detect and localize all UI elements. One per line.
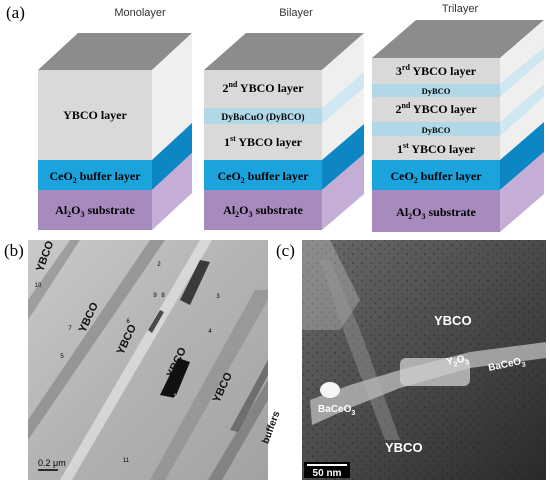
marker-4: 4	[208, 329, 212, 335]
bilayer-title: Bilayer	[279, 7, 313, 19]
bilayer-substrate-layer	[204, 190, 322, 230]
trilayer-substrate-layer	[372, 190, 500, 232]
marker-2: 2	[157, 262, 161, 268]
trilayer-dybco1-label: DyBCO	[422, 125, 451, 135]
trilayer-ceo2-side	[500, 122, 544, 190]
panel-c-baceo3-left: BaCeO3	[318, 404, 355, 417]
panel-a-label: (a)	[6, 3, 25, 22]
panel-c-scale-label: 50 nm	[313, 468, 342, 479]
trilayer-ybco2-label: 2nd YBCO layer	[395, 101, 477, 116]
bilayer-dybco-layer	[204, 108, 322, 124]
monolayer-ceo2-side	[152, 123, 192, 190]
panel-b-scale-label: 0.2 μm	[38, 458, 66, 468]
panel-b: (b) YBCO YBCO YBCO YBCO YBCO buffers 2 3…	[4, 239, 283, 480]
trilayer-ybco1-label: 1st YBCO layer	[397, 141, 476, 156]
bilayer-ybco2-layer	[204, 70, 322, 108]
monolayer-title: Monolayer	[114, 7, 166, 19]
panel-c-y2o3: Y2O3	[446, 353, 470, 370]
trilayer-ybco1-side	[500, 97, 544, 160]
bilayer-ceo2-label: CeO2 buffer layer	[217, 169, 309, 185]
trilayer-stack: Trilayer 3rd YBCO layer DyBCO 2nd YBCO l…	[372, 3, 544, 232]
bilayer-ybco1-label: 1st YBCO layer	[224, 134, 303, 149]
trilayer-top-face	[372, 20, 544, 58]
monolayer-ceo2-layer	[38, 160, 152, 190]
trilayer-ybco1-layer	[372, 136, 500, 160]
trilayer-ybco3-layer	[372, 58, 500, 84]
marker-3: 3	[216, 294, 220, 300]
bilayer-ybco2-side	[322, 33, 364, 108]
trilayer-dybco2-side	[500, 47, 544, 97]
trilayer-dybco1-layer	[372, 122, 500, 136]
trilayer-ybco3-side	[500, 20, 544, 84]
bilayer-ybco1-side	[322, 88, 364, 160]
trilayer-ceo2-label: CeO2 buffer layer	[390, 169, 482, 185]
marker-8: 8	[161, 293, 165, 299]
panel-b-label: (b)	[4, 241, 24, 260]
bilayer-top-face	[204, 33, 364, 70]
monolayer-substrate-layer	[38, 190, 152, 230]
monolayer-ceo2-label: CeO2 buffer layer	[49, 169, 141, 185]
panel-c-ybco-top: YBCO	[434, 313, 472, 328]
monolayer-top-face	[38, 33, 192, 70]
marker-10: 10	[35, 283, 42, 289]
marker-5: 5	[60, 354, 64, 360]
trilayer-title: Trilayer	[442, 3, 479, 15]
panel-c: (c) YBCO YBCO Y2O3 BaCeO3 BaCeO3 50 nm	[276, 240, 546, 480]
bilayer-substrate-side	[322, 154, 364, 230]
bilayer-substrate-label: Al2O3 substrate	[223, 203, 303, 219]
monolayer-stack: Monolayer YBCO layer CeO2 buffer layer A…	[38, 7, 192, 230]
bilayer-dybco-side	[322, 72, 364, 124]
trilayer-ybco3-label: 3rd YBCO layer	[396, 63, 477, 78]
marker-6: 6	[126, 319, 130, 325]
bilayer-ceo2-layer	[204, 160, 322, 190]
marker-9: 9	[153, 293, 157, 299]
monolayer-substrate-label: Al2O3 substrate	[55, 203, 135, 219]
monolayer-substrate-side	[152, 153, 192, 230]
trilayer-dybco2-layer	[372, 84, 500, 97]
marker-11: 11	[123, 458, 130, 464]
bilayer-ceo2-side	[322, 124, 364, 190]
panel-a: (a) Monolayer YBCO layer CeO2 buffer lay…	[6, 3, 544, 232]
panel-c-label: (c)	[276, 241, 295, 260]
marker-7: 7	[68, 326, 72, 332]
panel-c-ybco-bottom: YBCO	[385, 440, 423, 455]
monolayer-ybco-layer	[38, 70, 152, 160]
trilayer-dybco1-side	[500, 84, 544, 136]
trilayer-dybco2-label: DyBCO	[422, 86, 451, 96]
tem-image-b	[28, 240, 268, 480]
bilayer-ybco2-label: 2nd YBCO layer	[222, 80, 304, 95]
bilayer-stack: Bilayer 2nd YBCO layer DyBaCuO (DyBCO) 1…	[204, 7, 364, 230]
marker-1: 1	[173, 394, 177, 400]
tem-image-c	[302, 240, 546, 480]
monolayer-ybco-label: YBCO layer	[63, 108, 127, 122]
bilayer-dybco-label: DyBaCuO (DyBCO)	[221, 112, 304, 123]
monolayer-ybco-side	[152, 33, 192, 160]
trilayer-ceo2-layer	[372, 160, 500, 190]
trilayer-substrate-label: Al2O3 substrate	[396, 205, 476, 221]
trilayer-substrate-side	[500, 152, 544, 232]
trilayer-ybco2-side	[500, 59, 544, 122]
bilayer-ybco1-layer	[204, 124, 322, 160]
trilayer-ybco2-layer	[372, 97, 500, 122]
